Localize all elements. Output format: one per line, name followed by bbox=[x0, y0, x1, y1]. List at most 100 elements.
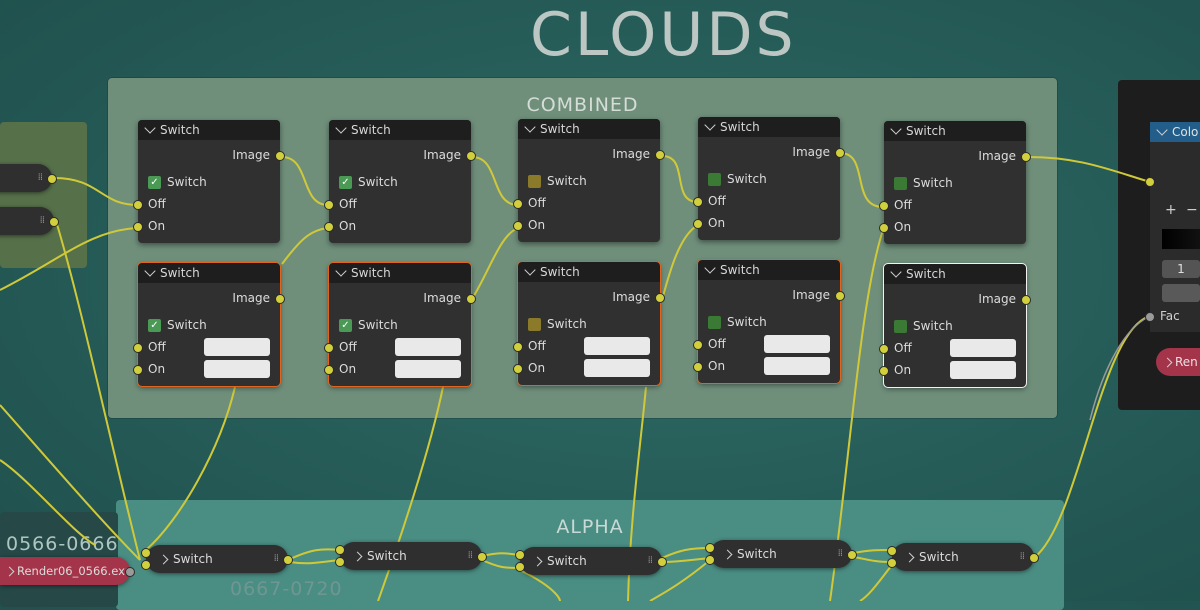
input-socket[interactable] bbox=[887, 558, 897, 568]
switch-node[interactable]: Switch Image ✓Switch Off On bbox=[324, 120, 476, 243]
collapsed-switch-node[interactable]: Switch ⁞⁞ bbox=[335, 542, 487, 570]
output-socket[interactable] bbox=[49, 217, 59, 227]
switch-checkbox[interactable] bbox=[708, 172, 721, 186]
collapse-chevron-icon[interactable] bbox=[890, 266, 902, 278]
add-stop-button[interactable]: + bbox=[1165, 202, 1177, 218]
drag-handle-icon[interactable]: ⁞⁞ bbox=[273, 553, 279, 564]
switch-checkbox[interactable] bbox=[528, 174, 541, 188]
output-socket[interactable] bbox=[847, 550, 857, 560]
off-color-field[interactable] bbox=[764, 335, 830, 353]
on-input-socket[interactable] bbox=[693, 362, 703, 372]
input-socket[interactable] bbox=[515, 550, 525, 560]
remove-stop-button[interactable]: − bbox=[1186, 202, 1198, 218]
collapse-chevron-icon[interactable] bbox=[144, 265, 156, 277]
drag-handle-icon[interactable]: ⁞⁞ bbox=[467, 550, 473, 561]
stop-index-field[interactable]: 1 bbox=[1162, 260, 1200, 278]
input-socket[interactable] bbox=[141, 560, 151, 570]
collapse-chevron-icon[interactable] bbox=[890, 123, 902, 135]
on-color-field[interactable] bbox=[395, 360, 461, 378]
on-input-socket[interactable] bbox=[879, 366, 889, 376]
drag-handle-icon[interactable]: ⁞⁞ bbox=[837, 548, 843, 559]
image-output-socket[interactable] bbox=[1021, 295, 1031, 305]
input-socket[interactable] bbox=[705, 555, 715, 565]
off-input-socket[interactable] bbox=[133, 343, 143, 353]
image-output-socket[interactable] bbox=[655, 293, 665, 303]
color-node[interactable]: Colo + − 1 Fac bbox=[1145, 122, 1200, 332]
on-input-socket[interactable] bbox=[513, 221, 523, 231]
image-output-socket[interactable] bbox=[835, 148, 845, 158]
off-input-socket[interactable] bbox=[693, 197, 703, 207]
input-socket[interactable] bbox=[335, 557, 345, 567]
collapse-chevron-icon[interactable] bbox=[1156, 124, 1168, 136]
off-color-field[interactable] bbox=[395, 338, 461, 356]
color-node-header[interactable]: Colo bbox=[1150, 122, 1200, 142]
image-output-socket[interactable] bbox=[275, 151, 285, 161]
stop-color-field[interactable] bbox=[1162, 284, 1200, 302]
switch-checkbox[interactable] bbox=[894, 319, 907, 333]
switch-node[interactable]: Switch Image Switch Off On bbox=[879, 121, 1031, 244]
drag-handle-icon[interactable]: ⁞⁞ bbox=[37, 172, 43, 183]
on-input-socket[interactable] bbox=[693, 219, 703, 229]
image-output-socket[interactable] bbox=[466, 151, 476, 161]
switch-node-selected[interactable]: Switch Image ✓Switch Off On bbox=[324, 262, 476, 387]
output-socket[interactable] bbox=[477, 552, 487, 562]
off-color-field[interactable] bbox=[950, 339, 1016, 357]
switch-checkbox[interactable]: ✓ bbox=[339, 175, 352, 189]
switch-checkbox[interactable] bbox=[894, 176, 907, 190]
switch-checkbox[interactable]: ✓ bbox=[148, 318, 161, 332]
image-output-socket[interactable] bbox=[275, 294, 285, 304]
drag-handle-icon[interactable]: ⁞⁞ bbox=[39, 215, 45, 226]
drag-handle-icon[interactable]: ⁞⁞ bbox=[647, 555, 653, 566]
switch-node[interactable]: Switch Image Switch Off On bbox=[693, 117, 845, 240]
off-color-field[interactable] bbox=[584, 337, 650, 355]
input-socket[interactable] bbox=[705, 543, 715, 553]
collapse-chevron-icon[interactable] bbox=[524, 264, 536, 276]
render-layer-node[interactable]: Render06_0566.exr bbox=[0, 557, 135, 585]
expand-chevron-icon[interactable] bbox=[532, 556, 543, 566]
on-color-field[interactable] bbox=[764, 357, 830, 375]
expand-chevron-icon[interactable] bbox=[4, 566, 15, 576]
switch-checkbox[interactable]: ✓ bbox=[339, 318, 352, 332]
off-input-socket[interactable] bbox=[513, 342, 523, 352]
input-stub-bottom[interactable]: ⁞⁞ bbox=[0, 207, 59, 235]
switch-checkbox[interactable]: ✓ bbox=[148, 175, 161, 189]
drag-handle-icon[interactable]: ⁞⁞ bbox=[1019, 551, 1025, 562]
switch-checkbox[interactable] bbox=[708, 315, 721, 329]
on-color-field[interactable] bbox=[950, 361, 1016, 379]
on-input-socket[interactable] bbox=[133, 222, 143, 232]
expand-chevron-icon[interactable] bbox=[722, 549, 733, 559]
off-input-socket[interactable] bbox=[879, 344, 889, 354]
render-output-node[interactable]: Ren bbox=[1156, 348, 1200, 376]
input-socket[interactable] bbox=[515, 562, 525, 572]
on-color-field[interactable] bbox=[204, 360, 270, 378]
on-color-field[interactable] bbox=[584, 359, 650, 377]
switch-checkbox[interactable] bbox=[528, 317, 541, 331]
output-socket[interactable] bbox=[657, 557, 667, 567]
switch-node-selected[interactable]: Switch Image Switch Off On bbox=[513, 261, 665, 386]
image-output-socket[interactable] bbox=[835, 291, 845, 301]
expand-chevron-icon[interactable] bbox=[352, 551, 363, 561]
off-input-socket[interactable] bbox=[693, 340, 703, 350]
switch-node[interactable]: Switch Image ✓Switch Off On bbox=[133, 120, 285, 243]
switch-node-selected[interactable]: Switch Image ✓Switch Off On bbox=[133, 262, 285, 387]
switch-node-selected[interactable]: Switch Image Switch Off On bbox=[693, 259, 845, 384]
collapse-chevron-icon[interactable] bbox=[144, 122, 156, 134]
on-input-socket[interactable] bbox=[879, 223, 889, 233]
output-socket[interactable] bbox=[47, 174, 57, 184]
collapse-chevron-icon[interactable] bbox=[704, 262, 716, 274]
image-output-socket[interactable] bbox=[466, 294, 476, 304]
collapse-chevron-icon[interactable] bbox=[335, 265, 347, 277]
off-input-socket[interactable] bbox=[513, 199, 523, 209]
input-socket[interactable] bbox=[335, 545, 345, 555]
collapsed-switch-node[interactable]: Switch ⁞⁞ bbox=[515, 547, 667, 575]
input-socket[interactable] bbox=[1145, 177, 1155, 187]
input-socket[interactable] bbox=[141, 548, 151, 558]
output-socket[interactable] bbox=[283, 555, 293, 565]
collapse-chevron-icon[interactable] bbox=[704, 119, 716, 131]
off-input-socket[interactable] bbox=[324, 343, 334, 353]
off-color-field[interactable] bbox=[204, 338, 270, 356]
collapsed-switch-node[interactable]: Switch ⁞⁞ bbox=[705, 540, 857, 568]
on-input-socket[interactable] bbox=[513, 364, 523, 374]
off-input-socket[interactable] bbox=[324, 200, 334, 210]
output-socket[interactable] bbox=[125, 567, 135, 577]
